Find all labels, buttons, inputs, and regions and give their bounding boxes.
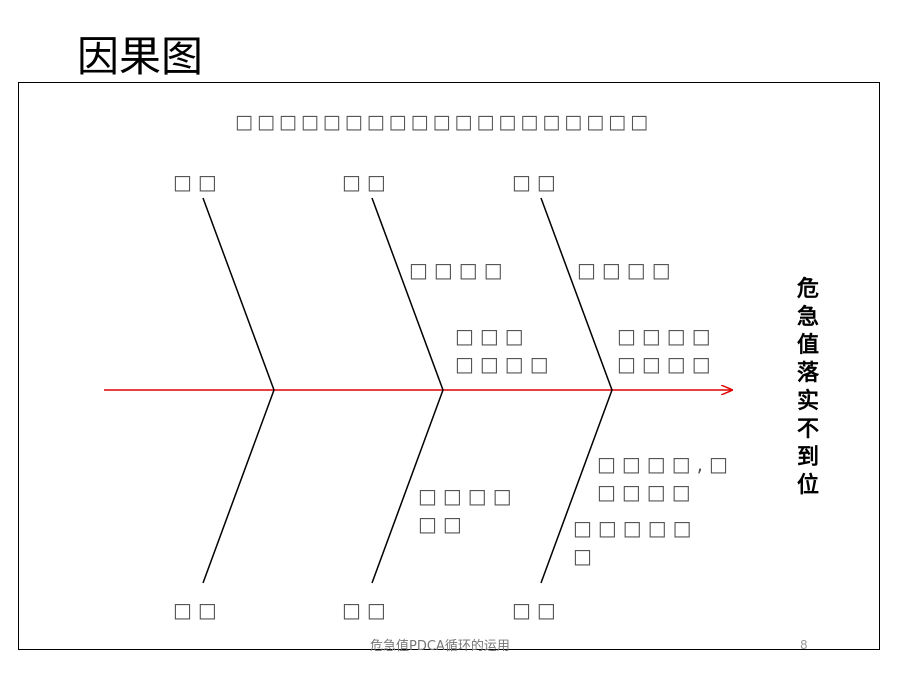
bone-top-1 bbox=[202, 197, 275, 391]
diagram-frame bbox=[18, 82, 880, 650]
category-bottom-2: □□ bbox=[342, 598, 392, 622]
effect-label: 危急值落实不到位 bbox=[796, 277, 819, 498]
cause-label: □□□□,□ □□□□ bbox=[597, 452, 734, 504]
bone-top-2 bbox=[371, 197, 444, 391]
cause-label: □□□□ □□ bbox=[418, 484, 518, 536]
category-top-2: □□ bbox=[342, 170, 392, 194]
bone-top-3 bbox=[540, 197, 613, 391]
page-number: 8 bbox=[800, 638, 808, 652]
slide-footer: 危急值PDCA循环的运用 bbox=[370, 639, 510, 654]
bone-bottom-3 bbox=[540, 389, 613, 584]
category-top-1: □□ bbox=[173, 170, 223, 194]
cause-label: □□□ □□□□ bbox=[455, 324, 555, 376]
category-bottom-3: □□ bbox=[512, 598, 562, 622]
diagram-subtitle: □□□□□□□□□□□□□□□□□□□ bbox=[235, 111, 653, 133]
cause-label: □□□□ □□□□ bbox=[617, 324, 717, 376]
category-top-3: □□ bbox=[512, 170, 562, 194]
bone-bottom-1 bbox=[202, 389, 275, 584]
cause-label: □□□□□ □ bbox=[573, 516, 698, 568]
cause-label: □□□□ bbox=[577, 258, 677, 282]
cause-label: □□□□ bbox=[409, 258, 509, 282]
category-bottom-1: □□ bbox=[173, 598, 223, 622]
bone-bottom-2 bbox=[371, 389, 444, 584]
slide-title: 因果图 bbox=[77, 32, 204, 81]
